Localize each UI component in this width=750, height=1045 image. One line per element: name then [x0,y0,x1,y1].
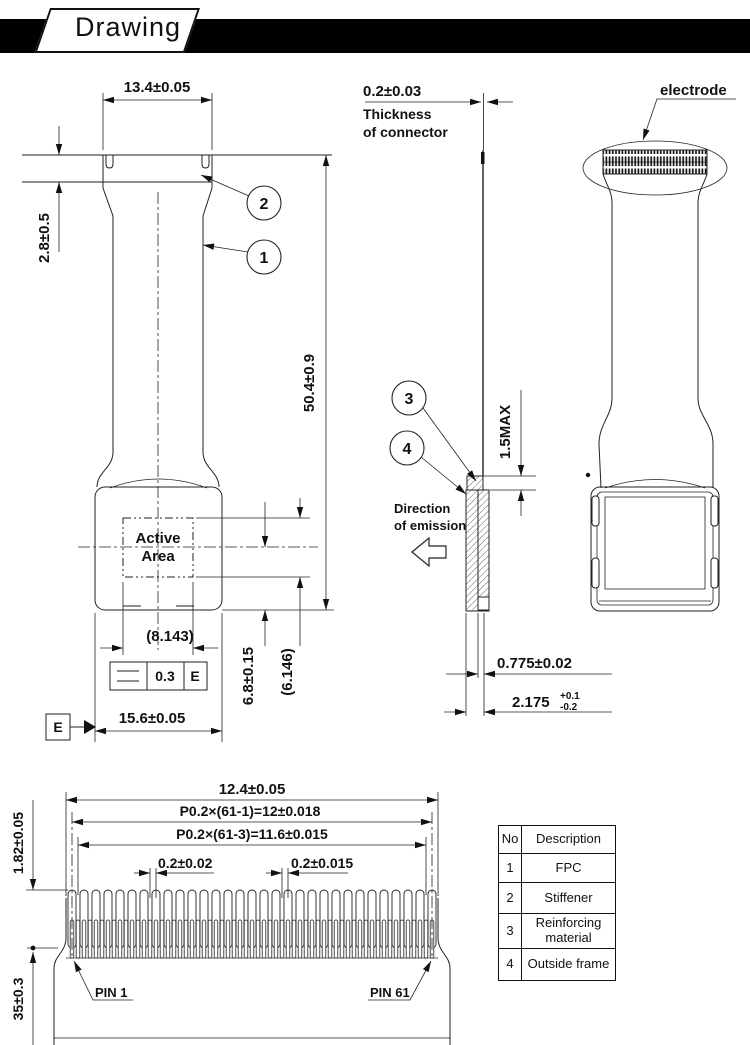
dim-center-offset: 6.8±0.15 [196,502,310,705]
table-row: 2 Stiffener [498,882,616,914]
dim-fpc-length: 35±0.3 [10,952,37,1045]
svg-text:of connector: of connector [363,124,448,140]
svg-text:PIN 1: PIN 1 [95,985,128,1000]
dim-pitch-b: 0.2±0.015 [266,855,353,898]
rear-outline [585,173,720,612]
svg-text:0.3: 0.3 [155,668,175,684]
svg-text:0.2±0.015: 0.2±0.015 [291,855,353,871]
pin-centerlines [71,812,433,957]
table-header-description: Description [521,825,616,854]
table-cell-no: 3 [498,913,522,949]
svg-text:(8.143): (8.143) [146,628,194,645]
dim-connector-height: 2.8±0.5 [36,126,63,263]
electrode-callout: electrode [642,82,736,141]
svg-text:35±0.3: 35±0.3 [10,977,26,1020]
active-area-label-1: Active [135,530,180,547]
svg-text:P0.2×(61-1)=12±0.018: P0.2×(61-1)=12±0.018 [180,803,321,819]
dim-tail-height: 1.82±0.05 [10,800,68,951]
page-title: Drawing [74,12,182,42]
svg-text:Thickness: Thickness [363,106,432,122]
table-cell-description: Stiffener [521,882,616,914]
table-row: 1 FPC [498,853,616,883]
svg-text:15.6±0.05: 15.6±0.05 [119,710,186,727]
dim-active-height: (6.146) [279,498,304,696]
pin-pins-row [69,919,435,959]
svg-text:+0.1: +0.1 [560,691,580,702]
stiffener-mark [481,152,485,164]
front-outline [22,154,332,611]
pin-last-callout: PIN 61 [368,960,432,1001]
dim-bend-max: 1.5MAX [484,390,536,516]
svg-text:PIN 61: PIN 61 [370,985,410,1000]
pin-first-callout: PIN 1 [73,960,133,1001]
active-area-label-2: Area [141,548,175,565]
svg-text:0.775±0.02: 0.775±0.02 [497,655,572,672]
svg-text:E: E [190,668,199,684]
svg-text:-0.2: -0.2 [560,702,578,713]
dim-total-thickness: 2.175 +0.1 -0.2 [444,691,612,716]
balloon-3: 3 [391,380,477,482]
balloon-1: 1 [202,239,282,275]
svg-text:2: 2 [260,196,269,213]
svg-text:E: E [53,719,62,735]
dim-stiffener-thickness: 0.775±0.02 [446,613,612,716]
svg-text:4: 4 [403,441,412,458]
svg-text:P0.2×(61-3)=11.6±0.015: P0.2×(61-3)=11.6±0.015 [176,826,328,842]
svg-text:0.2±0.03: 0.2±0.03 [363,83,421,100]
svg-text:13.4±0.05: 13.4±0.05 [124,79,191,96]
front-view: Active Area 2 1 13.4±0.05 2.8±0.5 [22,79,334,742]
table-cell-description: Reinforcing material [521,913,616,949]
dim-pitch-a: 0.2±0.02 [134,855,214,898]
rear-view: electrode [582,82,736,612]
svg-text:of emission: of emission [394,518,466,533]
table-row: 4 Outside frame [498,948,616,981]
svg-text:1.5MAX: 1.5MAX [497,405,514,459]
svg-text:12.4±0.05: 12.4±0.05 [219,781,286,798]
svg-text:electrode: electrode [660,82,727,99]
emission-arrow-icon [411,536,447,568]
svg-text:0.2±0.02: 0.2±0.02 [158,855,213,871]
dim-overall-width: 12.4±0.05 [65,781,439,896]
datum-flag-e: E [45,713,96,741]
table-cell-no: 4 [498,948,522,981]
dim-pitch-inner: P0.2×(61-3)=11.6±0.015 [77,826,427,895]
datum-triangle [84,720,96,734]
dim-connector-width: 13.4±0.05 [102,79,213,150]
svg-text:50.4±0.9: 50.4±0.9 [301,354,318,412]
svg-text:2.8±0.5: 2.8±0.5 [36,213,53,263]
side-view: 0.2±0.03 Thickness of connector 3 4 1.5M… [363,83,612,716]
dim-active-width: (8.143) [100,582,218,655]
svg-text:1: 1 [260,250,269,267]
dim-pitch-total: P0.2×(61-1)=12±0.018 [72,803,432,826]
dim-fpc-thickness: 0.2±0.03 Thickness of connector [363,83,513,150]
dim-module-width: 15.6±0.05 [94,613,223,742]
svg-text:6.8±0.15: 6.8±0.15 [240,647,257,705]
table-cell-no: 1 [498,853,522,883]
balloon-2: 2 [200,174,282,221]
table-header-no: No [498,825,522,854]
parallelism-icon [117,670,139,682]
table-cell-description: Outside frame [521,948,616,981]
table-row: 3 Reinforcing material [498,913,616,949]
dim-overall-length: 50.4±0.9 [222,155,334,611]
svg-text:Direction: Direction [394,501,450,516]
parts-table: No Description 1 FPC 2 Stiffener 3 Reinf… [498,825,616,981]
table-cell-no: 2 [498,882,522,914]
pin-detail-view: 12.4±0.05 P0.2×(61-1)=12±0.018 P0.2×(61-… [10,781,451,1045]
active-area-outline [122,517,194,578]
svg-text:2.175: 2.175 [512,694,550,711]
dome-edge [109,478,208,489]
emission-caption: Direction of emission [394,501,466,568]
svg-text:1.82±0.05: 1.82±0.05 [10,812,26,874]
side-block [465,475,490,612]
svg-text:3: 3 [405,391,414,408]
table-cell-description: FPC [521,853,616,883]
svg-text:(6.146): (6.146) [279,648,296,696]
feature-control-frame: 0.3 E [109,661,208,691]
electrode-detail-ellipse [582,140,728,196]
balloon-4: 4 [389,430,467,495]
